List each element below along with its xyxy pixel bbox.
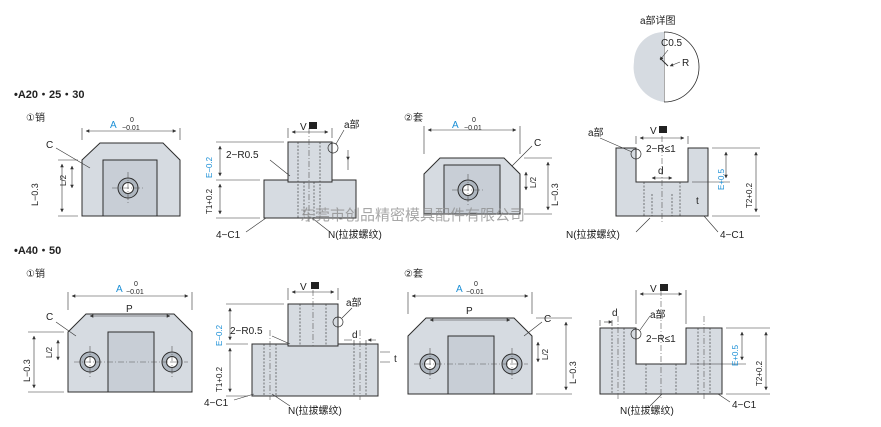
svg-text:C: C bbox=[544, 314, 551, 325]
group2-title: •A40・50 bbox=[14, 245, 61, 257]
svg-text:a部: a部 bbox=[344, 118, 360, 131]
svg-text:V: V bbox=[650, 126, 657, 137]
svg-text:T2+0.2: T2+0.2 bbox=[755, 360, 764, 386]
svg-text:L/2: L/2 bbox=[529, 176, 538, 188]
svg-text:2−R0.5: 2−R0.5 bbox=[226, 150, 259, 161]
svg-text:E+0.5: E+0.5 bbox=[717, 168, 726, 190]
svg-text:C: C bbox=[534, 138, 541, 149]
g2-sleeve-top-view: A 0 −0.01 P C L/2 L−0.3 bbox=[407, 281, 578, 395]
g1-pin-c: C bbox=[46, 140, 53, 151]
svg-text:A: A bbox=[456, 284, 463, 295]
svg-text:A: A bbox=[452, 120, 459, 131]
svg-text:N(拉拔螺纹): N(拉拔螺纹) bbox=[328, 228, 382, 241]
svg-text:4−C1: 4−C1 bbox=[204, 398, 229, 409]
svg-text:P: P bbox=[126, 304, 133, 315]
svg-text:T1+0.2: T1+0.2 bbox=[215, 366, 224, 392]
svg-text:2−R0.5: 2−R0.5 bbox=[230, 326, 263, 337]
group2-sleeve-label: ②套 bbox=[404, 267, 423, 280]
svg-text:T2+0.2: T2+0.2 bbox=[745, 182, 754, 208]
svg-text:0: 0 bbox=[474, 281, 478, 288]
detail-chamfer: C0.5 bbox=[661, 38, 683, 49]
svg-text:L/2: L/2 bbox=[541, 348, 550, 360]
svg-text:P: P bbox=[466, 306, 473, 317]
svg-text:N(拉拔螺纹): N(拉拔螺纹) bbox=[288, 404, 342, 417]
svg-text:L/2: L/2 bbox=[59, 174, 68, 186]
g1-pin-top-view: A 0 −0.01 C L/2 L−0.3 bbox=[30, 117, 181, 217]
svg-text:L−0.3: L−0.3 bbox=[550, 183, 560, 206]
svg-text:a部: a部 bbox=[650, 308, 666, 321]
svg-text:C: C bbox=[46, 312, 53, 323]
g2-sleeve-front-view: V a部 d 2−R≤1 E+0.5 T2+0.2 4−C1 N(拉拔螺纹) bbox=[599, 284, 770, 417]
g1-sleeve-top-view: A 0 −0.01 C L/2 L−0.3 bbox=[423, 117, 560, 215]
svg-text:−0.01: −0.01 bbox=[122, 125, 140, 132]
svg-text:a部: a部 bbox=[346, 296, 362, 309]
svg-text:d: d bbox=[352, 330, 358, 341]
svg-text:−0.01: −0.01 bbox=[464, 125, 482, 132]
group1-pin-label: ①销 bbox=[26, 111, 45, 124]
group1-sleeve-label: ②套 bbox=[404, 111, 423, 124]
svg-text:−0.01: −0.01 bbox=[466, 289, 484, 296]
svg-text:2−R≤1: 2−R≤1 bbox=[646, 144, 676, 155]
svg-text:4−C1: 4−C1 bbox=[720, 230, 745, 241]
g1-pin-front-view: V a部 2−R0.5 E−0.2 T1+0.2 4−C1 N(拉拔螺纹) bbox=[205, 118, 382, 241]
svg-text:d: d bbox=[658, 166, 664, 177]
svg-text:L−0.3: L−0.3 bbox=[22, 359, 32, 382]
svg-text:0: 0 bbox=[130, 117, 134, 124]
svg-text:T1+0.2: T1+0.2 bbox=[205, 188, 214, 214]
svg-text:t: t bbox=[696, 196, 699, 207]
svg-text:4−C1: 4−C1 bbox=[216, 230, 241, 241]
svg-text:E+0.5: E+0.5 bbox=[731, 344, 740, 366]
svg-text:L−0.3: L−0.3 bbox=[30, 183, 40, 206]
watermark: 东莞市创品精密模具配件有限公司 bbox=[300, 207, 525, 224]
g1-sleeve-front-view: V a部 2−R≤1 d E+0.5 T2+0.2 t 4−C1 N(拉拔螺纹) bbox=[566, 126, 760, 241]
svg-text:4−C1: 4−C1 bbox=[732, 400, 757, 411]
svg-text:E−0.2: E−0.2 bbox=[205, 156, 214, 178]
svg-text:L−0.3: L−0.3 bbox=[568, 361, 578, 384]
svg-text:2−R≤1: 2−R≤1 bbox=[646, 334, 676, 345]
svg-text:−0.01: −0.01 bbox=[126, 289, 144, 296]
g2-pin-front-view: V a部 2−R0.5 d t E−0.2 T1+0.2 4−C1 N(拉拔螺纹… bbox=[204, 282, 397, 417]
svg-text:E−0.2: E−0.2 bbox=[215, 324, 224, 346]
svg-text:V: V bbox=[650, 284, 657, 295]
detail-radius: R bbox=[682, 58, 689, 69]
svg-text:0: 0 bbox=[134, 281, 138, 288]
svg-text:N(拉拔螺纹): N(拉拔螺纹) bbox=[566, 228, 620, 241]
svg-text:N(拉拔螺纹): N(拉拔螺纹) bbox=[620, 404, 674, 417]
svg-text:A: A bbox=[116, 284, 123, 295]
svg-text:t: t bbox=[394, 354, 397, 365]
svg-text:V: V bbox=[300, 122, 307, 133]
group2-pin-label: ①销 bbox=[26, 267, 45, 280]
svg-text:0: 0 bbox=[472, 117, 476, 124]
g1-pin-dim-a: A bbox=[110, 120, 117, 131]
svg-text:d: d bbox=[612, 308, 618, 319]
svg-text:V: V bbox=[300, 282, 307, 293]
g2-pin-top-view: A 0 −0.01 P C L/2 L−0.3 bbox=[22, 281, 193, 393]
svg-text:a部: a部 bbox=[588, 126, 604, 139]
detail-title: a部详图 bbox=[640, 14, 676, 27]
detail-a-view: a部详图 C0.5 R bbox=[633, 14, 700, 103]
group1-title: •A20・25・30 bbox=[14, 89, 85, 101]
svg-text:L/2: L/2 bbox=[45, 346, 54, 358]
